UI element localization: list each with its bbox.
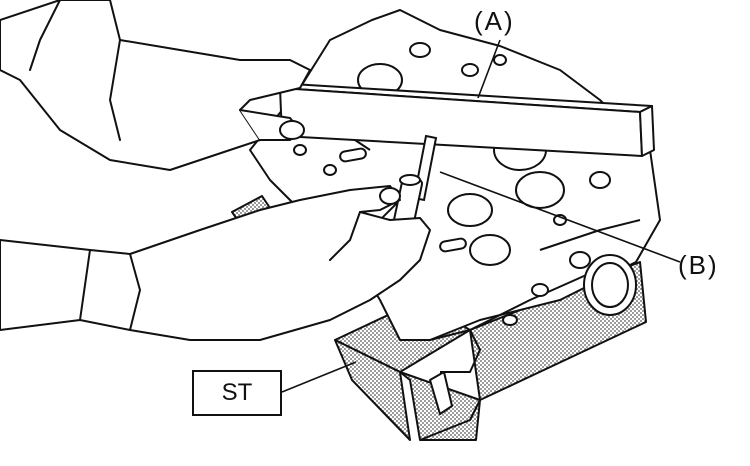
label-a: (A) (474, 6, 515, 36)
label-st: ST (192, 370, 282, 416)
straightedge (279, 83, 655, 157)
feeler-gauge (392, 134, 438, 228)
label-st-text: ST (221, 379, 253, 406)
label-b: (B) (678, 250, 719, 280)
hand-lower (0, 185, 431, 341)
hand-upper (0, 0, 311, 171)
leader-lines (281, 39, 681, 393)
